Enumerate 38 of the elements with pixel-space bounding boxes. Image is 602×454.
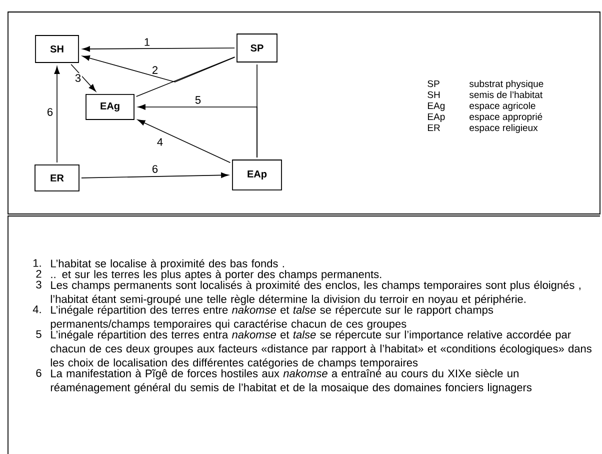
footnote-text: La manifestation à Pĩgê de forces hostiles aux nakomse a entraîné au cours du XIXe siècle un réaménagement général du semis de l’habitat et de la mosaique des domaines fonciers lignagers	[50, 369, 532, 394]
legend-text: SH	[428, 91, 440, 98]
arrow	[138, 120, 231, 164]
abbreviation-box: SH	[35, 35, 79, 63]
legend-text: espace approprié	[470, 113, 542, 122]
edge-label: 6	[152, 165, 158, 173]
edge-label: 3	[75, 74, 81, 82]
footnote-number: 4.	[32, 306, 41, 314]
arrow	[70, 64, 96, 92]
edge-label: 2	[152, 66, 158, 74]
footnote-number: 1.	[33, 259, 41, 267]
legend-text: substrat physique	[469, 80, 544, 89]
footnote-number: 2	[36, 270, 42, 278]
edge-label: 4	[157, 138, 163, 146]
abbreviation-box: EAp	[232, 160, 282, 190]
legend-text: ER	[428, 124, 440, 131]
footnote-number: 5	[36, 330, 42, 338]
legend-text: espace religieux	[470, 124, 538, 133]
abbreviation-box: ER	[34, 164, 80, 192]
abbreviation-box: SP	[236, 34, 278, 62]
arrow	[54, 66, 60, 163]
edge-label: 6	[48, 108, 53, 116]
arrow	[82, 46, 235, 52]
legend-text: espace agricole	[470, 102, 536, 111]
footnote-text: Les champs permanents sont localisés à proximité des enclos, les champs temporaires sont plus éloignés , l’habitat étant semi-groupé une telle règle détermine la division du terroir en noyau et périphérie.	[50, 280, 580, 306]
edge-label: 1	[144, 38, 150, 46]
legend-text: SP	[428, 80, 440, 88]
legend-text: EAg	[428, 102, 445, 111]
edge-label: 5	[195, 96, 201, 104]
legend-text: semis de l’habitat	[469, 91, 542, 98]
footnote-text: .. et sur les terres les plus aptes à porter des champs permanents.	[51, 270, 382, 280]
arrow	[81, 172, 229, 178]
footnote-text: L’habitat se localise à proximité des bas fonds .	[51, 259, 284, 270]
abbreviation-box: EAg	[86, 94, 134, 120]
footnote-number: 6	[36, 369, 42, 377]
arrow	[82, 55, 236, 82]
footnote-number: 3	[36, 280, 42, 289]
legend-text: EAp	[428, 113, 445, 122]
